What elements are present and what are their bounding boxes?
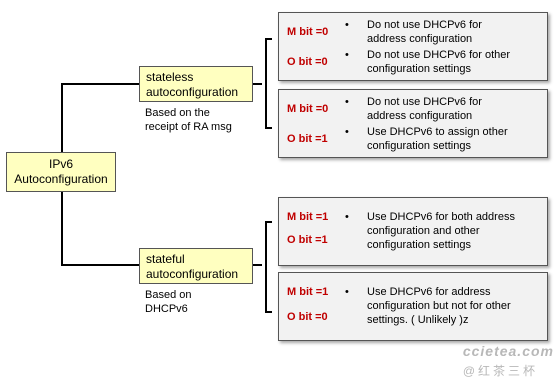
root-label-line1: IPv6 bbox=[48, 157, 73, 171]
stateful-autoconfiguration-box: stateful autoconfiguration bbox=[139, 248, 253, 284]
m-bit-label: M bit =1 bbox=[287, 211, 329, 223]
o-bit-label: O bit =1 bbox=[287, 133, 328, 145]
flag-description: Do not use DHCPv6 for address configurat… bbox=[367, 18, 549, 46]
description-line: configuration settings bbox=[367, 140, 471, 152]
description-line: address configuration bbox=[367, 110, 473, 122]
brace-stateful bbox=[265, 221, 272, 313]
bullet: • bbox=[345, 96, 349, 108]
connector-root-stateful bbox=[61, 192, 139, 266]
stateful-note-line1: Based on bbox=[145, 289, 192, 301]
connector-root-stateless bbox=[61, 83, 139, 152]
description-line: Do not use DHCPv6 for bbox=[367, 96, 482, 108]
stateful-label-line2: autoconfiguration bbox=[146, 267, 239, 281]
bullet: • bbox=[345, 211, 349, 223]
flag-row-o: O bit =0 bbox=[287, 303, 543, 331]
flag-description: Do not use DHCPv6 for other configuratio… bbox=[367, 48, 549, 76]
flag-row-desc: • Use DHCPv6 for address configuration b… bbox=[287, 285, 543, 335]
flag-row-o: O bit =1 • Use DHCPv6 to assign other co… bbox=[287, 125, 543, 155]
o-bit-label: O bit =0 bbox=[287, 56, 328, 68]
description-line: Do not use DHCPv6 for bbox=[367, 19, 482, 31]
flag-description: Use DHCPv6 for address configuration but… bbox=[367, 285, 549, 327]
description-line: settings. ( Unlikely )z bbox=[367, 314, 469, 326]
bullet: • bbox=[345, 286, 349, 298]
watermark-handle: @红茶三杯 bbox=[462, 364, 538, 378]
bullet: • bbox=[345, 49, 349, 61]
description-line: configuration but not for other bbox=[367, 300, 511, 312]
flag-row-m: M bit =0 • Do not use DHCPv6 for address… bbox=[287, 18, 543, 48]
description-line: Use DHCPv6 for address bbox=[367, 286, 491, 298]
bullet: • bbox=[345, 126, 349, 138]
stateful-note-line2: DHCPv6 bbox=[145, 303, 188, 315]
flag-row-o: O bit =1 bbox=[287, 228, 543, 256]
root-label-line2: Autoconfiguration bbox=[14, 172, 108, 186]
flag-description: Use DHCPv6 to assign other configuration… bbox=[367, 125, 549, 153]
m-bit-label: M bit =0 bbox=[287, 26, 329, 38]
flag-description: Use DHCPv6 for both address configuratio… bbox=[367, 210, 549, 252]
description-line: Use DHCPv6 for both address bbox=[367, 211, 515, 223]
description-line: address configuration bbox=[367, 33, 473, 45]
description-line: configuration settings bbox=[367, 239, 471, 251]
flag-row-m: M bit =1 bbox=[287, 203, 543, 231]
description-line: Use DHCPv6 to assign other bbox=[367, 126, 508, 138]
watermark-domain: ccietea.com bbox=[462, 343, 554, 359]
description-line: Do not use DHCPv6 for other bbox=[367, 49, 511, 61]
o-bit-label: O bit =0 bbox=[287, 311, 328, 323]
flag-row-o: O bit =0 • Do not use DHCPv6 for other c… bbox=[287, 48, 543, 78]
brace-stateless bbox=[265, 38, 272, 129]
stateless-label-line1: stateless bbox=[146, 70, 194, 84]
bullet: • bbox=[345, 19, 349, 31]
stateless-autoconfiguration-box: stateless autoconfiguration bbox=[139, 66, 253, 102]
stateful-label-line1: stateful bbox=[146, 252, 185, 266]
flag-description: Do not use DHCPv6 for address configurat… bbox=[367, 95, 549, 123]
description-line: configuration settings bbox=[367, 63, 471, 75]
m-bit-label: M bit =1 bbox=[287, 286, 329, 298]
stateless-note-line2: receipt of RA msg bbox=[145, 121, 232, 133]
o-bit-label: O bit =1 bbox=[287, 234, 328, 246]
flag-row-m: M bit =0 • Do not use DHCPv6 for address… bbox=[287, 95, 543, 125]
flag-row-desc: • Use DHCPv6 for both address configurat… bbox=[287, 210, 543, 260]
stateful-note: Based on DHCPv6 bbox=[145, 288, 191, 316]
stateless-label-line2: autoconfiguration bbox=[146, 85, 239, 99]
stateless-note: Based on the receipt of RA msg bbox=[145, 106, 232, 134]
description-line: configuration and other bbox=[367, 225, 480, 237]
flag-box-m1-o0: M bit =1 O bit =0 • Use DHCPv6 for addre… bbox=[278, 272, 548, 341]
flag-box-m1-o1: M bit =1 O bit =1 • Use DHCPv6 for both … bbox=[278, 197, 548, 266]
stateless-note-line1: Based on the bbox=[145, 107, 210, 119]
flag-row-m: M bit =1 bbox=[287, 278, 543, 306]
ipv6-autoconfiguration-box: IPv6 Autoconfiguration bbox=[6, 152, 116, 192]
flag-box-m0-o1: M bit =0 • Do not use DHCPv6 for address… bbox=[278, 89, 548, 158]
m-bit-label: M bit =0 bbox=[287, 103, 329, 115]
flag-box-m0-o0: M bit =0 • Do not use DHCPv6 for address… bbox=[278, 12, 548, 81]
